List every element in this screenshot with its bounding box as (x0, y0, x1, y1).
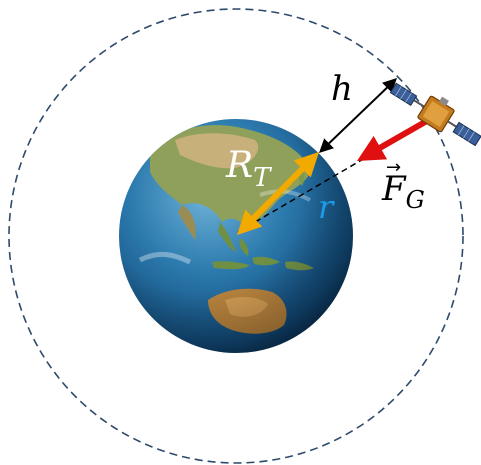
earth-radius-arrow (236, 151, 320, 236)
force-subscript: G (406, 186, 425, 214)
altitude-label: h (331, 69, 353, 109)
force-label: FG (381, 169, 425, 214)
earth-radius-label: RT (225, 145, 272, 193)
altitude-arrow (318, 78, 398, 153)
orbit-path (8, 8, 464, 464)
earth-radius-subscript: T (253, 163, 272, 193)
earth-radius-symbol: R (225, 145, 253, 186)
satellite-icon (389, 82, 481, 147)
orbital-radius-label: r (318, 188, 335, 226)
force-vector-mark: → (386, 157, 401, 178)
force-symbol: F (381, 169, 407, 209)
gravity-force-arrow (356, 115, 434, 162)
